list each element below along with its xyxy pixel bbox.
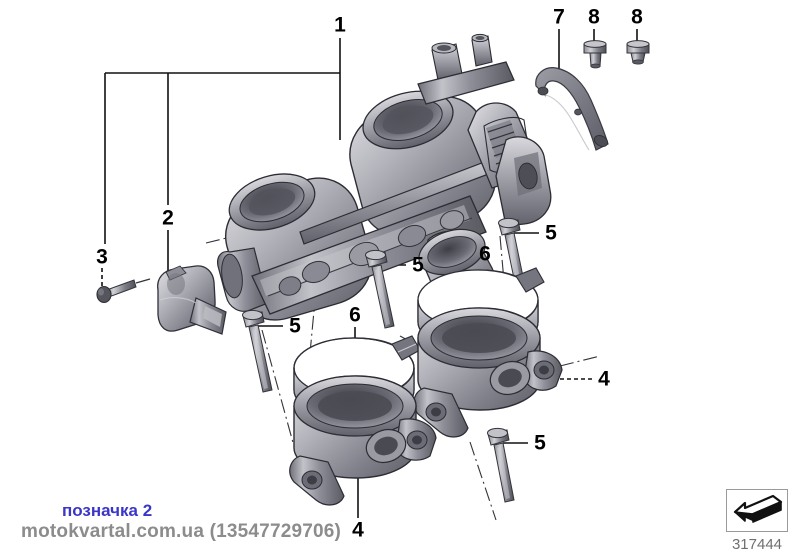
part-hex-bolt-b	[365, 249, 395, 329]
part-bracket-bolt-left	[583, 40, 607, 69]
callout-7: 7	[553, 5, 565, 29]
part-bracket-bolt-right	[626, 40, 650, 65]
callout-6-a: 6	[349, 303, 361, 327]
part-sensor-screw	[96, 278, 151, 304]
part-throttle-body-assembly	[217, 33, 552, 321]
part-intake-flange-right	[413, 307, 563, 438]
part-cable-bracket	[535, 67, 609, 151]
callout-8-b: 8	[631, 5, 643, 29]
callout-2: 2	[162, 206, 174, 230]
callout-5-d: 5	[534, 431, 546, 455]
callout-1: 1	[334, 13, 346, 37]
callout-3: 3	[96, 245, 108, 269]
callout-4-bottom: 4	[352, 518, 364, 542]
callout-5-c: 5	[545, 221, 557, 245]
watermark-url-text: motokvartal.com.ua (13547729706)	[21, 521, 342, 542]
part-hex-bolt-d	[487, 427, 515, 503]
watermark-brand-text: позначка 2	[62, 501, 153, 520]
callout-5-a: 5	[289, 314, 301, 338]
callout-6-b: 6	[479, 242, 491, 266]
direction-arrow-icon	[733, 494, 783, 523]
callout-5-b: 5	[412, 253, 424, 277]
legend-box	[726, 489, 788, 532]
part-hex-bolt-a	[242, 309, 273, 393]
callout-8-a: 8	[588, 5, 600, 29]
legend-number: 317444	[731, 536, 783, 553]
callout-4-right: 4	[598, 367, 610, 391]
part-intake-flange-left	[289, 375, 437, 506]
part-throttle-position-sensor	[157, 265, 227, 335]
